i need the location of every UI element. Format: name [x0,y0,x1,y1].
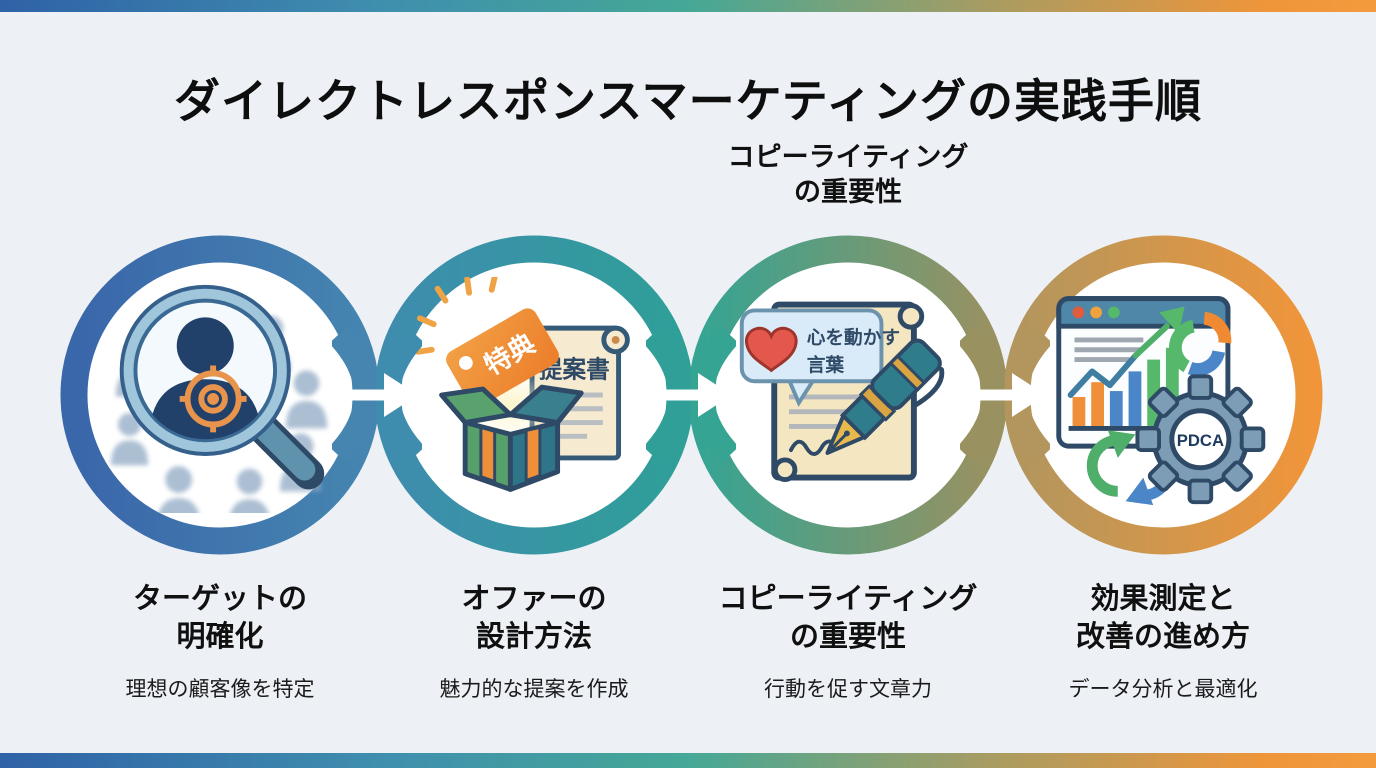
bubble-line-1: 心を動かす [807,327,900,348]
junction-arrow-1 [329,325,425,465]
step-4-title-line-1: 効果測定と [1090,583,1236,615]
dashboard-text-lines [1074,337,1144,363]
magnifier-glass [119,284,325,490]
analytics-pdca-icon: PDCA [1056,296,1266,506]
junction-arrow-2 [643,325,739,465]
pen-scroll-copywriting-icon: 心を動かす 言葉 [739,301,945,483]
arrow-head [384,373,418,417]
step-4-subtitle: データ分析と最適化 [1068,678,1258,702]
pdca-gear: PDCA [1135,374,1266,505]
gift-box-offer-icon: 提案書 特典 [416,277,630,492]
donut-chart [1168,311,1232,376]
window-dot-orange [1090,306,1103,319]
bonus-price-tag: 特典 [446,308,559,407]
arrow-head [698,373,732,417]
step-2-subtitle: 魅力的な提案を作成 [439,678,629,702]
step-1-title-line-1: ターゲットの [132,583,307,615]
step-1-circle [60,235,380,555]
step-3-subtitle: 行動を促す文章力 [764,678,932,702]
step-3-title-line-1: コピーライティング [718,583,978,615]
step-3-title-line-2: の重要性 [789,620,906,653]
step-3-title: コピーライティング の重要性 [688,581,1008,656]
step-2-circle: 提案書 特典 [374,235,694,555]
window-dot-red [1072,306,1085,319]
bottom-gradient-bar [0,753,1376,768]
sparkle-rays [416,277,498,355]
emotional-words-bubble: 心を動かす 言葉 [739,308,900,408]
step-4-label: 効果測定と 改善の進め方 データ分析と最適化 [1003,581,1323,703]
bubble-line-2: 言葉 [807,354,845,375]
step-1-subtitle: 理想の顧客像を特定 [125,678,315,702]
arrow-head [1012,373,1046,417]
fountain-pen [825,338,945,455]
callout-line-2: の重要性 [794,177,902,208]
window-dot-green [1107,306,1120,319]
step-2-title: オファーの 設計方法 [374,581,694,656]
cycle-arrows [1086,430,1175,506]
top-gradient-bar [0,0,1376,12]
step-1-title: ターゲットの 明確化 [60,581,380,656]
step-2-label: オファーの 設計方法 魅力的な提案を作成 [374,581,694,703]
step-2-title-line-2: 設計方法 [475,620,592,653]
step-4-title-line-2: 改善の進め方 [1075,620,1250,653]
junction-arrow-3 [957,325,1053,465]
step-4-title: 効果測定と 改善の進め方 [1003,581,1323,656]
heart-icon [745,326,798,373]
callout-line-1: コピーライティング [727,142,969,172]
step-4-circle: PDCA [1003,235,1323,555]
gear-label: PDCA [1177,431,1224,450]
signature-squiggle [789,439,840,456]
page-title: ダイレクトレスポンスマーケティングの実践手順 [173,74,1203,127]
step-3-label: コピーライティング の重要性 行動を促す文章力 [688,581,1008,703]
step-2-title-line-1: オファーの [461,583,607,615]
target-audience-magnifier-icon [110,284,328,513]
step-1-title-line-2: 明確化 [176,620,264,653]
step-3-callout: コピーライティング の重要性 [648,140,1048,210]
target-crosshair [179,365,247,433]
target-person-silhouette [149,317,262,440]
open-gift-box [439,384,584,492]
step-1-label: ターゲットの 明確化 理想の顧客像を特定 [60,581,380,703]
